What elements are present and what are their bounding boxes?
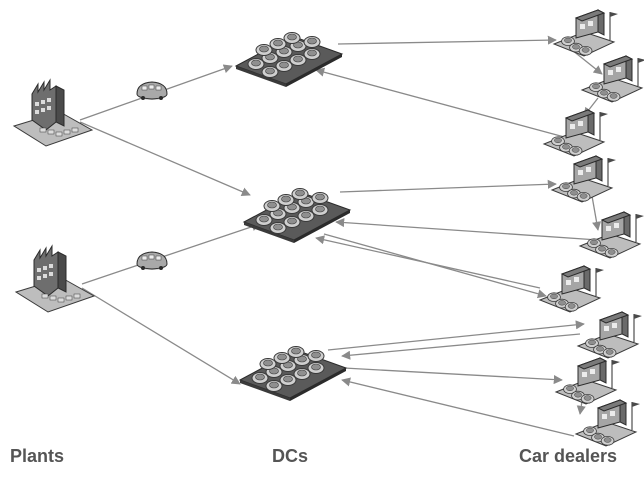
car-dealers-label: Car dealers — [519, 446, 618, 466]
dcs-label: DCs — [272, 446, 309, 466]
car-lot-icon — [240, 347, 346, 402]
car-dealership-icon — [540, 266, 604, 312]
arrow-dealer4-dealer5 — [591, 195, 602, 231]
car-carrier-icon — [136, 81, 168, 101]
car-lot-icon — [236, 33, 342, 88]
factory-icon — [15, 245, 95, 313]
arrow-dc3-dealer7 — [327, 320, 585, 351]
car-lot-icon — [244, 189, 350, 244]
plants-label: Plants — [10, 446, 65, 466]
arrow-plant2-dc2 — [81, 222, 261, 285]
car-dealership-icon — [544, 110, 608, 156]
car-dealership-icon — [554, 10, 618, 56]
car-dealership-icon — [582, 56, 644, 102]
car-carrier-icon — [136, 251, 168, 271]
arrow-dealer5-dc2 — [335, 218, 599, 241]
arrow-plant2-dc3 — [81, 287, 241, 385]
arrows-dcs-dealers — [315, 35, 603, 437]
factory-icon — [13, 79, 93, 147]
arrow-dealer3-dc1 — [315, 67, 569, 139]
arrow-plant1-dc2 — [79, 121, 251, 196]
arrow-dealer6-dc2 — [315, 235, 541, 289]
car-dealership-icon — [556, 358, 620, 404]
arrow-dc3-dealer8 — [343, 367, 563, 385]
arrow-dealer7-dc3 — [341, 333, 581, 360]
car-dealership-icon — [552, 156, 616, 202]
arrow-dealer9-dc3 — [341, 377, 575, 437]
car-dealership-icon — [576, 400, 640, 446]
arrow-dc2-dealer4 — [339, 179, 557, 193]
arrows-plants-to-dcs — [79, 64, 261, 385]
arrow-dc1-dealer1 — [337, 35, 557, 45]
arrow-dealer1-dealer2 — [571, 49, 603, 75]
car-dealership-icon — [578, 312, 642, 358]
car-dealership-icon — [580, 212, 644, 258]
